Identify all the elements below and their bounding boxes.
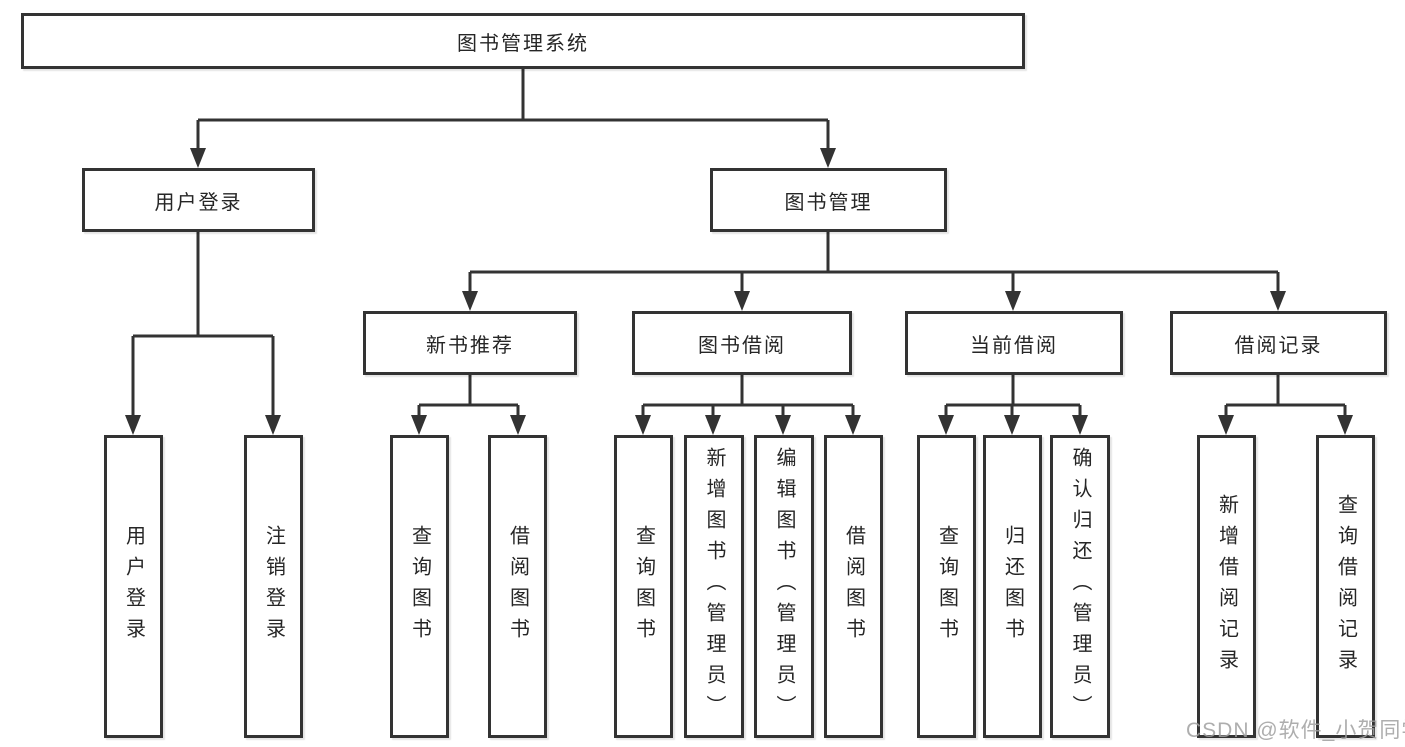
arrowhead xyxy=(775,415,791,435)
node-new-books-label: 新书推荐 xyxy=(426,334,514,357)
leaf-new-books-borrow: 借阅图书 xyxy=(488,435,547,738)
node-root: 图书管理系统 xyxy=(21,13,1025,69)
leaf-label: 查询借阅记录 xyxy=(1334,493,1357,680)
leaf-add-borrow-record: 新增借阅记录 xyxy=(1197,435,1256,738)
arrowhead xyxy=(820,148,836,168)
leaf-user-login: 用户登录 xyxy=(104,435,163,738)
arrowhead xyxy=(1004,415,1020,435)
node-user-login-label: 用户登录 xyxy=(154,191,243,214)
arrowhead xyxy=(845,415,861,435)
node-root-label: 图书管理系统 xyxy=(457,32,589,55)
arrowhead xyxy=(411,415,427,435)
arrowhead xyxy=(1218,415,1234,435)
leaf-label: 确认归还（管理员） xyxy=(1069,447,1091,726)
node-new-books: 新书推荐 xyxy=(363,311,577,375)
node-current-borrow: 当前借阅 xyxy=(905,311,1123,375)
connector-current-borrow-to-leaves xyxy=(938,375,1088,435)
leaf-label: 查询图书 xyxy=(935,524,958,649)
arrowhead xyxy=(734,291,750,311)
node-book-borrow-label: 图书借阅 xyxy=(698,334,786,357)
leaf-label: 借阅图书 xyxy=(506,524,529,649)
leaf-current-query: 查询图书 xyxy=(917,435,976,738)
connector-book-management-to-level3 xyxy=(462,232,1286,311)
connector-root-to-level2 xyxy=(190,69,836,168)
node-book-borrow: 图书借阅 xyxy=(632,311,852,375)
node-borrow-records-label: 借阅记录 xyxy=(1234,334,1323,357)
leaf-return-book: 归还图书 xyxy=(983,435,1042,738)
arrowhead xyxy=(705,415,721,435)
leaf-label: 编辑图书（管理员） xyxy=(773,447,795,726)
leaf-label: 用户登录 xyxy=(122,524,145,649)
leaf-label: 归还图书 xyxy=(1001,524,1024,649)
arrowhead xyxy=(1005,291,1021,311)
arrowhead xyxy=(938,415,954,435)
arrowhead xyxy=(190,148,206,168)
node-current-borrow-label: 当前借阅 xyxy=(970,334,1058,357)
leaf-borrow-edit-admin: 编辑图书（管理员） xyxy=(754,435,814,738)
node-book-management-label: 图书管理 xyxy=(784,191,873,214)
leaf-logout: 注销登录 xyxy=(244,435,303,738)
leaf-confirm-return-admin: 确认归还（管理员） xyxy=(1050,435,1110,738)
node-user-login: 用户登录 xyxy=(82,168,315,232)
node-book-management: 图书管理 xyxy=(710,168,947,232)
csdn-watermark: CSDN @软件_小贺同学 xyxy=(1186,719,1405,742)
leaf-label: 借阅图书 xyxy=(842,524,865,649)
leaf-new-books-query: 查询图书 xyxy=(390,435,449,738)
leaf-label: 查询图书 xyxy=(408,524,431,649)
leaf-borrow-add-admin: 新增图书（管理员） xyxy=(684,435,744,738)
arrowhead xyxy=(1072,415,1088,435)
arrowhead xyxy=(1270,291,1286,311)
connector-borrow-records-to-leaves xyxy=(1218,375,1353,435)
connector-book-borrow-to-leaves xyxy=(635,375,861,435)
leaf-borrow-query: 查询图书 xyxy=(614,435,673,738)
connector-new-books-to-leaves xyxy=(411,375,526,435)
arrowhead xyxy=(1337,415,1353,435)
leaf-label: 查询图书 xyxy=(632,524,655,649)
arrowhead xyxy=(510,415,526,435)
arrowhead xyxy=(265,415,281,435)
leaf-label: 新增借阅记录 xyxy=(1215,493,1238,680)
arrowhead xyxy=(635,415,651,435)
leaf-borrow-book: 借阅图书 xyxy=(824,435,883,738)
leaf-query-borrow-record: 查询借阅记录 xyxy=(1316,435,1375,738)
arrowhead xyxy=(462,291,478,311)
arrowhead xyxy=(125,415,141,435)
connector-user-login-to-leaves xyxy=(125,232,281,435)
leaf-label: 新增图书（管理员） xyxy=(703,447,725,726)
leaf-label: 注销登录 xyxy=(262,524,285,649)
node-borrow-records: 借阅记录 xyxy=(1170,311,1387,375)
